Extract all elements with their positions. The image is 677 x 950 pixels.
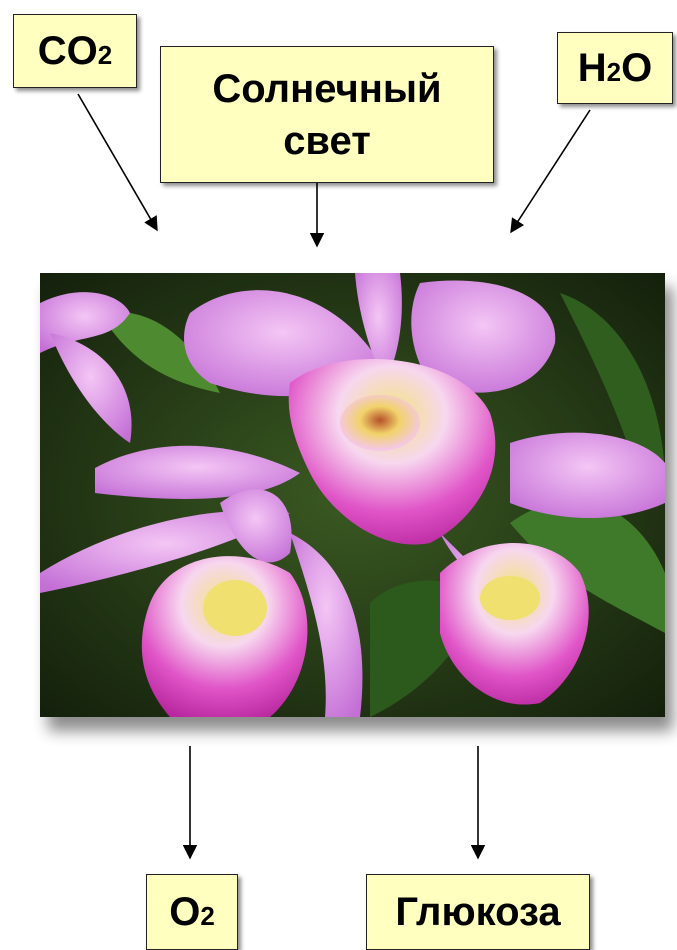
water-subscript: 2 <box>607 57 621 88</box>
glucose-label: Глюкоза <box>366 874 590 950</box>
arrow-co2-to-plant <box>78 94 157 230</box>
oxygen-subscript: 2 <box>200 901 214 932</box>
orchid-illustration <box>40 273 665 717</box>
co2-subscript: 2 <box>98 40 112 71</box>
throat <box>480 576 540 620</box>
arrow-water-to-plant <box>511 110 590 232</box>
sunlight-text-line1: Солнечный <box>212 63 441 115</box>
sunlight-label: Солнечный свет <box>160 46 494 183</box>
glucose-text: Глюкоза <box>395 890 560 935</box>
throat <box>203 580 267 636</box>
lip <box>142 556 308 717</box>
co2-text: CO <box>38 29 98 74</box>
throat <box>340 395 420 451</box>
orchid-photo <box>40 273 665 717</box>
oxygen-text: O <box>169 890 200 935</box>
water-text-tail: O <box>621 46 652 91</box>
water-text: H <box>578 46 607 91</box>
sunlight-text-line2: свет <box>283 115 371 167</box>
